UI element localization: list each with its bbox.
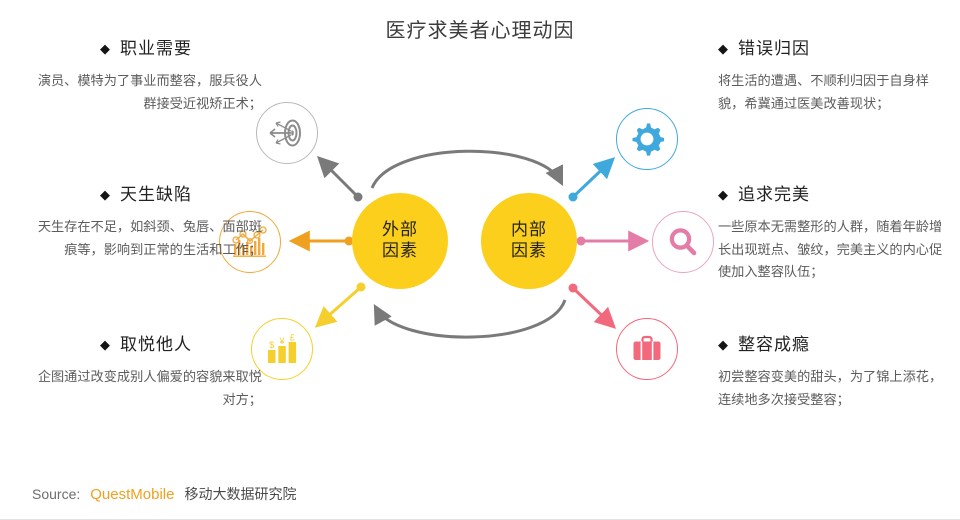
connector-dot-addiction: [568, 283, 578, 293]
bar-chart-icon: [232, 226, 267, 257]
source-label: Source:: [32, 486, 81, 502]
connector-dot-career: [353, 192, 363, 202]
bubble-perfection[interactable]: [652, 211, 714, 273]
svg-text:¥: ¥: [278, 336, 285, 346]
money-bars-icon: $ ¥ £: [268, 333, 297, 363]
bubble-defect[interactable]: [219, 211, 281, 273]
heading-please: ◆ 取悦他人: [30, 330, 262, 355]
cycle-arrow-bottom: [373, 299, 567, 339]
heading-perfection-label: 追求完美: [738, 185, 810, 204]
diamond-bullet-icon: ◆: [718, 337, 729, 352]
diamond-bullet-icon: ◆: [100, 337, 111, 352]
hub-external-line2: 因素: [382, 241, 418, 260]
hub-external-line1: 外部: [382, 220, 418, 240]
text-block-addiction: ◆ 整容成瘾 初尝整容变美的甜头，为了锦上添花，连续地多次接受整容；: [718, 330, 950, 411]
heading-misattribution: ◆ 错误归因: [718, 34, 950, 59]
diamond-bullet-icon: ◆: [718, 187, 729, 202]
brand-questmobile: QuestMobile: [90, 486, 175, 503]
bubble-career[interactable]: [256, 102, 318, 164]
connector-please: [314, 285, 362, 328]
hub-external-factors[interactable]: 外部 因素: [352, 193, 448, 289]
body-please: 企图通过改变成别人偏爱的容貌来取悦对方；: [37, 369, 262, 407]
bubble-addiction[interactable]: [616, 318, 678, 380]
heading-please-label: 取悦他人: [120, 335, 192, 354]
connector-dot-perfection: [576, 236, 586, 246]
source-footer: Source: QuestMobile 移动大数据研究院: [32, 484, 296, 504]
connector-dot-misattribution: [568, 192, 578, 202]
connector-dot-please: [356, 282, 366, 292]
heading-career-label: 职业需要: [120, 39, 192, 58]
body-addiction: 初尝整容变美的甜头，为了锦上添花，连续地多次接受整容；: [718, 369, 943, 407]
text-block-misattribution: ◆ 错误归因 将生活的遭遇、不顺利归因于自身样貌，希冀通过医美改善现状；: [718, 34, 950, 115]
body-career: 演员、模特为了事业而整容，服兵役人群接受近视矫正术；: [37, 73, 262, 111]
brand-org: 移动大数据研究院: [184, 486, 297, 502]
heading-addiction: ◆ 整容成瘾: [718, 330, 950, 355]
bubble-please[interactable]: $ ¥ £: [251, 318, 313, 380]
text-block-defect: ◆ 天生缺陷 天生存在不足，如斜颈、兔唇、面部斑痕等，影响到正常的生活和工作；: [30, 180, 262, 261]
hub-internal-factors[interactable]: 内部 因素: [481, 193, 577, 289]
diamond-bullet-icon: ◆: [100, 187, 111, 202]
body-misattribution: 将生活的遭遇、不顺利归因于自身样貌，希冀通过医美改善现状；: [718, 73, 929, 111]
heading-defect: ◆ 天生缺陷: [30, 180, 262, 205]
hub-internal-line2: 因素: [511, 241, 547, 260]
connector-career: [317, 156, 360, 199]
diamond-bullet-icon: ◆: [718, 41, 729, 56]
heading-perfection: ◆ 追求完美: [718, 180, 950, 205]
target-icon: [269, 119, 301, 147]
magnifier-icon: [669, 228, 697, 256]
bubble-misattribution[interactable]: [616, 108, 678, 170]
heading-career: ◆ 职业需要: [30, 34, 262, 59]
cycle-arrow-top: [370, 149, 564, 189]
body-perfection: 一些原本无需整形的人群，随着年龄增长出现斑点、皱纹，完美主义的内心促使加入整容队…: [718, 219, 943, 280]
heading-misattribution-label: 错误归因: [738, 39, 810, 58]
page-title: 医疗求美者心理动因: [385, 20, 575, 42]
diamond-bullet-icon: ◆: [100, 41, 111, 56]
connector-misattribution: [571, 157, 616, 199]
connector-addiction: [571, 286, 617, 329]
svg-text:£: £: [290, 333, 295, 343]
gear-icon: [632, 123, 664, 156]
svg-text:$: $: [269, 340, 274, 350]
hub-internal-line1: 内部: [511, 220, 547, 240]
briefcase-icon: [633, 335, 661, 360]
text-block-please: ◆ 取悦他人 企图通过改变成别人偏爱的容貌来取悦对方；: [30, 330, 262, 411]
heading-defect-label: 天生缺陷: [120, 185, 192, 204]
text-block-career: ◆ 职业需要 演员、模特为了事业而整容，服兵役人群接受近视矫正术；: [30, 34, 262, 115]
body-defect: 天生存在不足，如斜颈、兔唇、面部斑痕等，影响到正常的生活和工作；: [37, 219, 262, 257]
text-block-perfection: ◆ 追求完美 一些原本无需整形的人群，随着年龄增长出现斑点、皱纹，完美主义的内心促…: [718, 180, 950, 284]
heading-addiction-label: 整容成瘾: [738, 335, 810, 354]
